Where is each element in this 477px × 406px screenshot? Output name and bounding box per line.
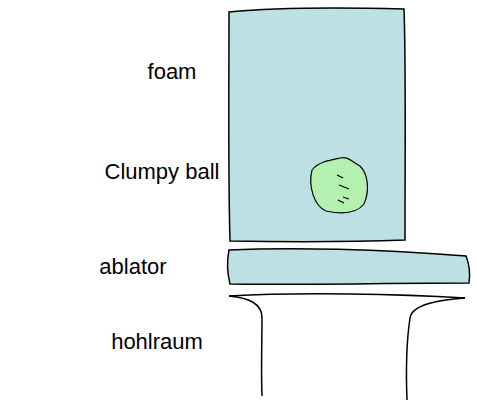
hohlraum-wall-left (229, 296, 262, 396)
foam-label: foam (148, 59, 197, 85)
hohlraum-top (229, 294, 465, 298)
hohlraum-label: hohlraum (111, 329, 203, 355)
foam-block (229, 8, 406, 242)
ablator-band (228, 249, 470, 285)
hohlraum-wall-right (406, 298, 465, 400)
ball-marks (337, 175, 349, 203)
clumpy-ball (311, 158, 368, 213)
ball-label: Clumpy ball (105, 159, 220, 185)
ablator-label: ablator (99, 254, 166, 280)
